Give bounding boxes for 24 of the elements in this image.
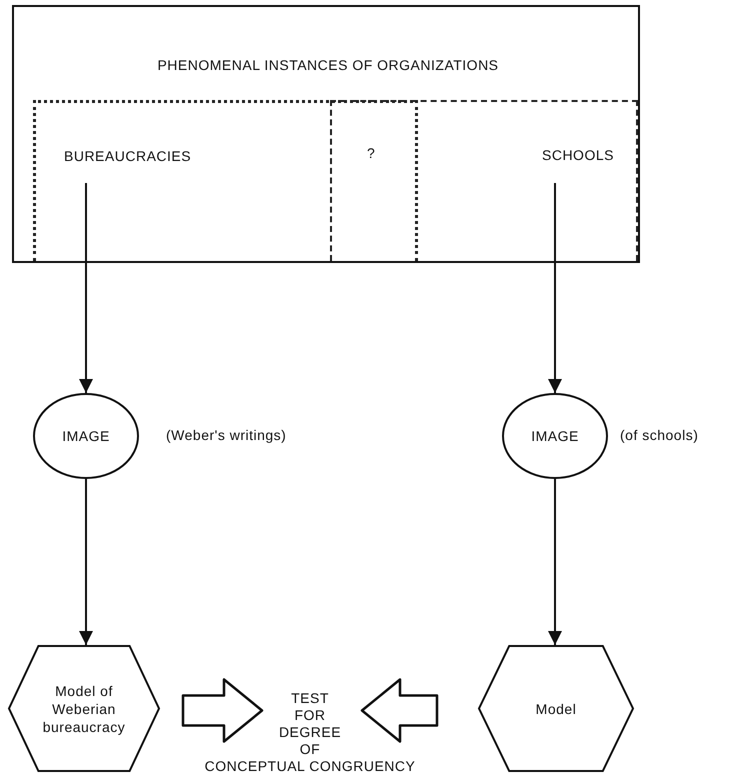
- heading: PHENOMENAL INSTANCES OF ORGANIZATIONS: [156, 57, 500, 73]
- model-hexagon: [478, 645, 634, 772]
- arrow: [79, 183, 93, 393]
- node-label: IMAGE: [530, 427, 580, 445]
- arrow: [548, 183, 562, 393]
- schools-region: [330, 100, 638, 261]
- node-caption: (Weber's writings): [166, 427, 286, 443]
- model-hexagon: [8, 645, 160, 772]
- bureaucracies-region: [33, 100, 418, 261]
- block-arrow: [182, 678, 264, 743]
- node-label: Model: [534, 700, 578, 718]
- image-circle: [502, 393, 608, 479]
- node-label: SCHOOLS: [542, 147, 614, 163]
- node-label: IMAGE: [61, 427, 111, 445]
- node-caption: (of schools): [620, 427, 698, 443]
- question-mark-label: ?: [367, 145, 376, 161]
- node-label: BUREAUCRACIES: [64, 148, 192, 164]
- arrow: [548, 479, 562, 645]
- node-label: Model of Weberian bureaucracy: [42, 682, 126, 736]
- block-arrow: [360, 678, 438, 743]
- image-circle: [33, 393, 139, 479]
- node-label: TEST FOR DEGREE OF CONCEPTUAL CONGRUENCY: [204, 690, 416, 775]
- organizations-box: [12, 5, 640, 263]
- arrow: [79, 479, 93, 645]
